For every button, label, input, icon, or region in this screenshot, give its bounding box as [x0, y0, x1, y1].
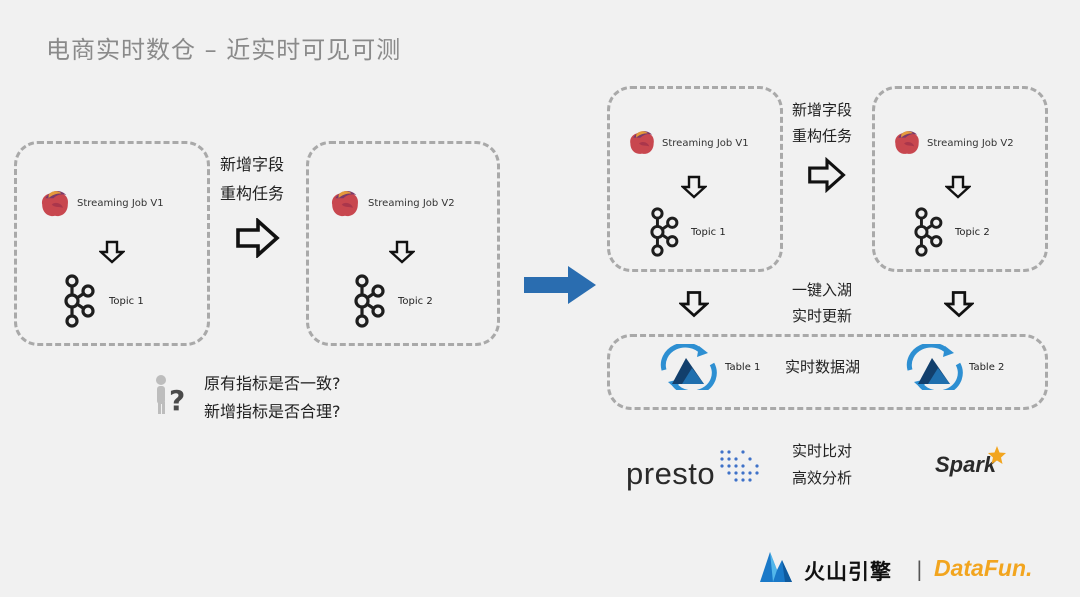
left-job-v2-box: [306, 141, 500, 346]
spark-star-icon: [988, 446, 1006, 464]
down-arrow-icon: [945, 175, 971, 199]
topic-2-label: Topic 2: [398, 296, 433, 307]
brand-volcengine: 火山引擎: [804, 560, 892, 584]
kafka-icon: [911, 207, 943, 257]
topic-1-label: Topic 1: [691, 227, 726, 238]
flink-icon: [891, 127, 923, 157]
table-1-label: Table 1: [725, 362, 761, 373]
svg-text:?: ?: [169, 384, 185, 417]
flink-icon: [626, 127, 658, 157]
question-person-icon: ?: [156, 375, 185, 417]
compare-label-1: 实时比对: [792, 442, 853, 460]
brand-datafun: DataFun.: [934, 555, 1033, 581]
footer-separator: |: [916, 557, 923, 581]
compare-label-2: 高效分析: [792, 469, 853, 487]
job-v2-label: Streaming Job V2: [368, 198, 455, 209]
right-arrow-icon: [236, 218, 280, 258]
right-job-v2-box: [872, 86, 1048, 272]
transition-label-2: 重构任务: [792, 127, 853, 145]
question-1: 原有指标是否一致?: [204, 374, 341, 393]
kafka-icon: [351, 274, 385, 328]
transition-label-2: 重构任务: [220, 184, 285, 203]
hudi-icon: [902, 344, 966, 390]
right-arrow-icon: [808, 157, 846, 193]
data-lake-box: [607, 334, 1048, 410]
big-right-arrow-icon: [524, 266, 596, 304]
table-2-label: Table 2: [969, 362, 1005, 373]
question-2: 新增指标是否合理?: [204, 402, 341, 421]
ingest-label-2: 实时更新: [792, 307, 853, 325]
topic-1-label: Topic 1: [109, 296, 144, 307]
lake-label: 实时数据湖: [785, 358, 861, 376]
topic-2-label: Topic 2: [955, 227, 990, 238]
ingest-label-1: 一键入湖: [792, 281, 853, 299]
presto-dots-icon: [720, 450, 759, 482]
flink-icon: [37, 187, 73, 219]
flink-icon: [327, 187, 363, 219]
down-arrow-icon: [944, 290, 974, 318]
job-v2-label: Streaming Job V2: [927, 138, 1014, 149]
left-job-v1-box: [14, 141, 210, 346]
volcengine-logo-icon: [760, 552, 792, 582]
spark-logo-text: Spark: [935, 452, 997, 477]
down-arrow-icon: [681, 175, 707, 199]
right-job-v1-box: [607, 86, 783, 272]
kafka-icon: [647, 207, 679, 257]
transition-label-1: 新增字段: [220, 155, 285, 174]
down-arrow-icon: [389, 240, 415, 264]
kafka-icon: [61, 274, 95, 328]
down-arrow-icon: [99, 240, 125, 264]
down-arrow-icon: [679, 290, 709, 318]
job-v1-label: Streaming Job V1: [662, 138, 749, 149]
page-title: 电商实时数仓 – 近实时可见可测: [46, 36, 402, 64]
transition-label-1: 新增字段: [792, 101, 853, 119]
job-v1-label: Streaming Job V1: [77, 198, 164, 209]
hudi-icon: [656, 344, 720, 390]
presto-logo-text: presto: [626, 456, 716, 491]
